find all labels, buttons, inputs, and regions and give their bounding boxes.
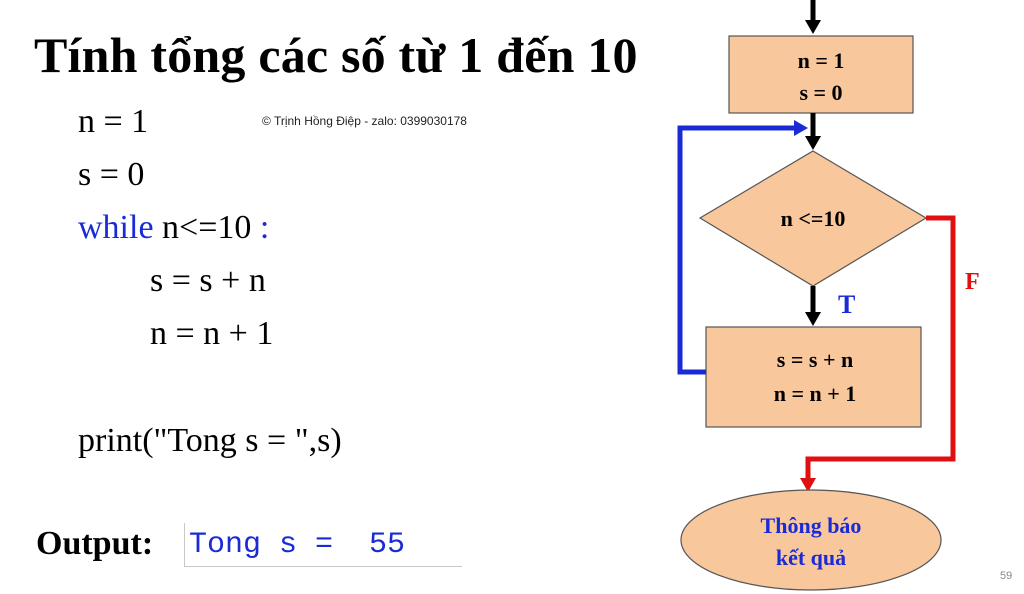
slide-title: Tính tổng các số từ 1 đến 10: [34, 27, 638, 83]
entry-arrow: [805, 0, 821, 34]
while-condition: n<=10: [153, 209, 260, 246]
code-line-init-n: n = 1: [78, 103, 149, 140]
code-line-print: print("Tong s = ",s): [78, 422, 342, 459]
arrow-init-to-condition: [805, 113, 821, 150]
condition-text: n <=10: [781, 206, 846, 231]
true-label: T: [838, 290, 855, 319]
code-line-init-s: s = 0: [78, 156, 145, 193]
result-text-line2: kết quả: [776, 545, 846, 570]
output-console: Tong s = 55: [184, 523, 462, 567]
arrow-true-branch: [805, 286, 821, 326]
code-line-sum: s = s + n: [150, 262, 266, 299]
page-number: 59: [1000, 570, 1013, 582]
code-line-while: while n<=10 :: [78, 209, 269, 247]
output-label: Output:: [36, 525, 154, 562]
loop-back-arrow: [677, 120, 808, 375]
result-text-line1: Thông báo: [761, 513, 862, 538]
code-line-increment: n = n + 1: [150, 315, 274, 352]
result-ellipse: [680, 489, 942, 591]
copyright-watermark: © Trịnh Hồng Điệp - zalo: 0399030178: [262, 114, 467, 128]
false-label: F: [965, 269, 980, 295]
while-keyword: while: [78, 209, 154, 246]
body-text-sum: s = s + n: [777, 347, 853, 372]
loop-body-box: [705, 326, 922, 428]
body-text-increment: n = n + 1: [774, 381, 857, 406]
init-text-s: s = 0: [799, 80, 842, 105]
while-colon: :: [259, 209, 270, 246]
false-branch-arrow: [800, 215, 956, 492]
init-text-n: n = 1: [798, 48, 845, 73]
init-box: [728, 35, 914, 114]
